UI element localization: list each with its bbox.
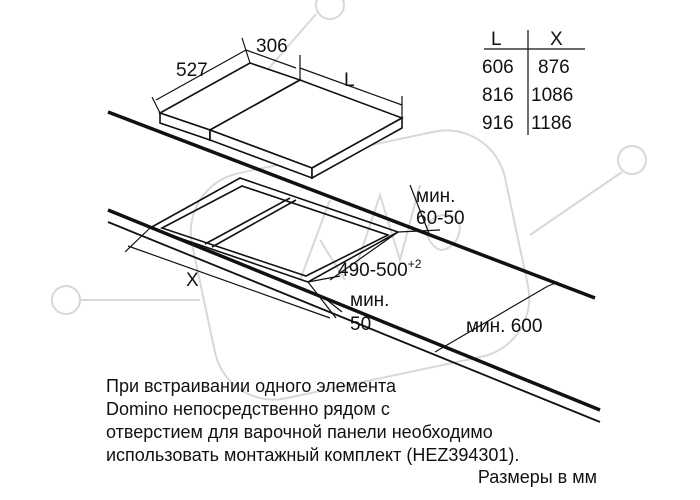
label-min-depth: мин. 600 (466, 316, 542, 337)
note-line: использовать монтажный комплект (HEZ3943… (106, 445, 520, 465)
table-cell: 1186 (531, 113, 572, 134)
label-cutout-x: X (186, 270, 199, 291)
table-cell: 816 (482, 85, 514, 106)
table-header-l: L (491, 29, 502, 50)
dimension-lines (124, 37, 559, 353)
label-min-wall-value: 60-50 (416, 208, 465, 229)
table-cell: 1086 (531, 85, 573, 106)
label-min-front-value: 50 (350, 314, 371, 335)
note-line: Domino непосредственно рядом с (106, 399, 390, 419)
label-depth-527: 527 (176, 60, 208, 81)
label-cutout-depth: 490-500+2 (338, 257, 422, 281)
cutout-depth-tolerance: +2 (408, 257, 422, 271)
label-min-wall: мин. (416, 186, 455, 207)
size-table: L X 606 876 816 1086 916 1186 (482, 29, 585, 135)
label-min-front: мин. (350, 290, 389, 311)
table-cell: 916 (482, 113, 514, 134)
dimension-labels: 527 306 L X мин. 60-50 490-500+2 мин. 50… (176, 36, 542, 337)
table-header-x: X (550, 29, 563, 50)
note-line: отверстием для варочной панели необходим… (106, 422, 493, 442)
note-line: При встраивании одного элемента (106, 376, 397, 396)
table-cell: 606 (482, 57, 514, 78)
installation-note: При встраивании одного элемента Domino н… (106, 375, 626, 467)
table-cell: 876 (538, 57, 570, 78)
label-width-306: 306 (256, 36, 288, 57)
label-length-l: L (344, 70, 355, 91)
units-caption: Размеры в мм (477, 467, 597, 487)
countertop (107, 110, 601, 423)
cutout-depth-value: 490-500 (338, 260, 408, 281)
